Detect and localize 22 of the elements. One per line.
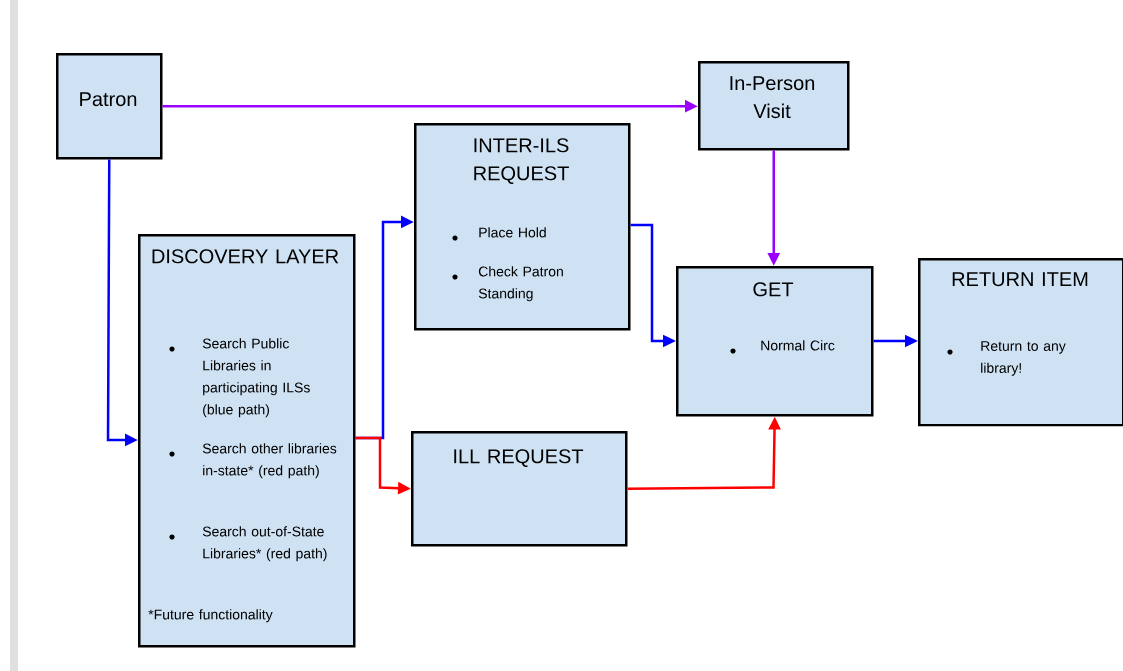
box-heading: DISCOVERY LAYER (152, 249, 339, 264)
box-heading: ILL REQUEST (454, 449, 584, 467)
process-box (138, 234, 356, 648)
bullet-item: Return to any library! (947, 341, 1066, 376)
bullet-item: Check Patron Standing (452, 266, 563, 302)
process-box (414, 123, 631, 331)
process-box (411, 431, 628, 547)
process-box (56, 53, 163, 160)
bullet-item: Search out-of-State Libraries* (red path) (169, 526, 327, 562)
box-heading: GET (753, 282, 794, 297)
box-heading: In-Person Visit (730, 76, 815, 119)
footnote-text: *Future functionality (148, 609, 273, 623)
process-box (698, 61, 850, 151)
box-heading: INTER-ILS REQUEST (474, 138, 569, 184)
box-heading: Patron (80, 92, 137, 107)
process-box (918, 258, 1123, 427)
bullet-item: Search other libraries in-state* (red path) (169, 443, 337, 479)
bullet-item: Place Hold (452, 227, 546, 241)
bullet-item: Search Public Libraries in participating ILSs (blue path) (169, 338, 310, 418)
bullet-item: Normal Circ (730, 340, 835, 354)
process-box (676, 266, 874, 417)
box-heading: RETURN ITEM (952, 272, 1088, 287)
